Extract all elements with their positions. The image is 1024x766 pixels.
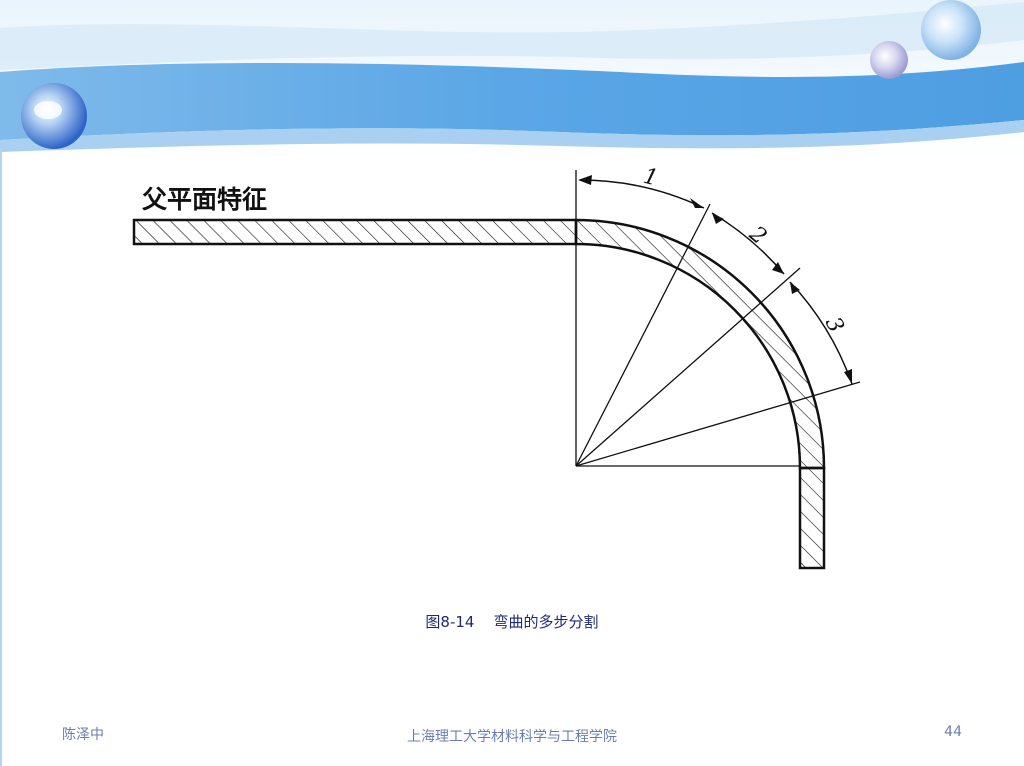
dimension-arrowheads xyxy=(578,175,852,384)
segment-label-2: 2 xyxy=(744,221,772,250)
footer-institution: 上海理工大学材料科学与工程学院 xyxy=(407,729,617,745)
left-edge-line xyxy=(0,150,2,766)
footer-author: 陈泽中 xyxy=(62,727,104,743)
flat-plate xyxy=(132,218,578,246)
segment-label-3: 3 xyxy=(820,313,849,337)
parent-plane-label: 父平面特征 xyxy=(142,185,267,214)
figure-title: 弯曲的多步分割 xyxy=(493,613,599,631)
vertical-leg xyxy=(798,466,826,570)
segment-label-1: 1 xyxy=(641,164,661,192)
construction-lines xyxy=(575,170,861,467)
figure-caption: 图8-14 弯曲的多步分割 xyxy=(0,611,1024,632)
header-banner xyxy=(0,0,1024,160)
figure-number: 图8-14 xyxy=(425,613,475,631)
bend-region xyxy=(574,218,826,470)
footer-page-number: 44 xyxy=(944,724,962,740)
